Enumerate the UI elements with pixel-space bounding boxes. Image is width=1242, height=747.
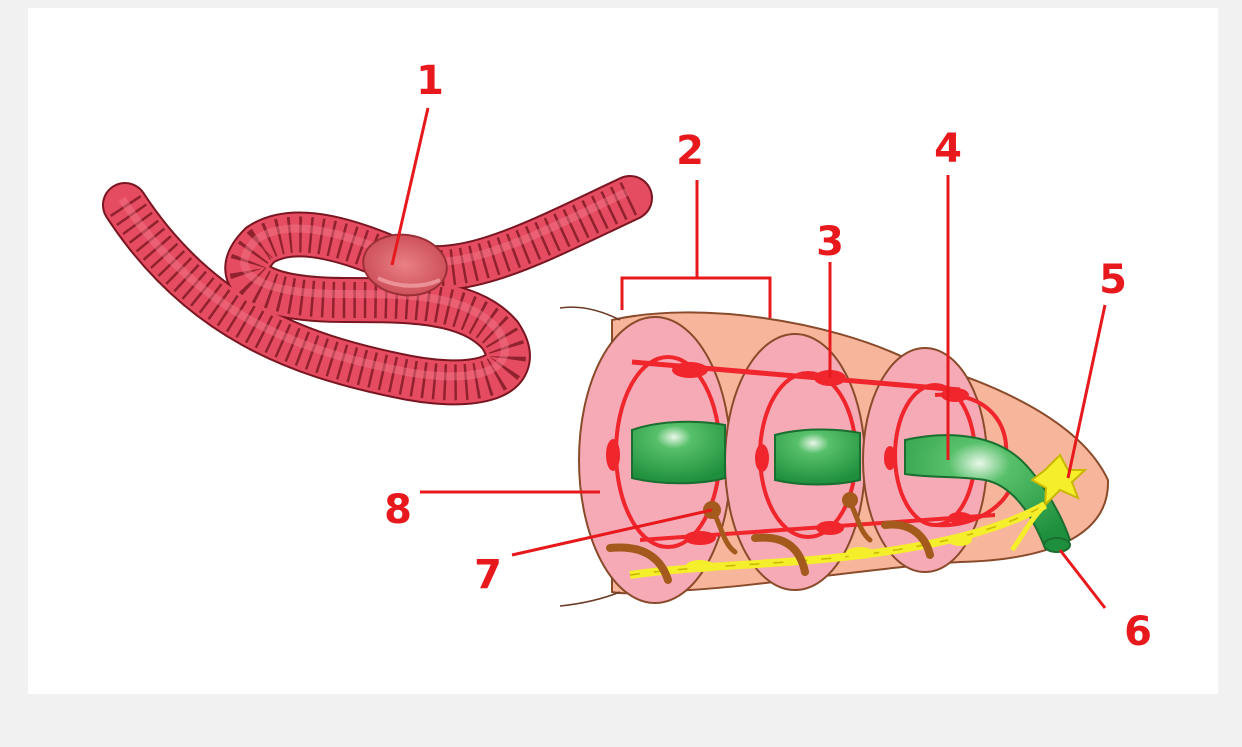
label-5: 5 — [1099, 257, 1127, 303]
segment-cross-section — [560, 307, 1108, 606]
label-2: 2 — [676, 128, 704, 174]
lateral-vessel-node — [884, 446, 896, 470]
lateral-vessel-node — [606, 439, 620, 471]
earthworm-body — [122, 192, 630, 382]
label-8: 8 — [384, 487, 412, 533]
nephrostome — [842, 492, 858, 508]
label-1: 1 — [416, 58, 444, 104]
label-4: 4 — [934, 126, 962, 172]
lateral-vessel-node — [755, 444, 769, 472]
label-6: 6 — [1124, 609, 1152, 655]
label-3: 3 — [816, 219, 844, 265]
seta — [560, 592, 620, 606]
label-7: 7 — [474, 552, 502, 598]
seta — [560, 307, 620, 320]
leader-line-6 — [1060, 550, 1105, 608]
